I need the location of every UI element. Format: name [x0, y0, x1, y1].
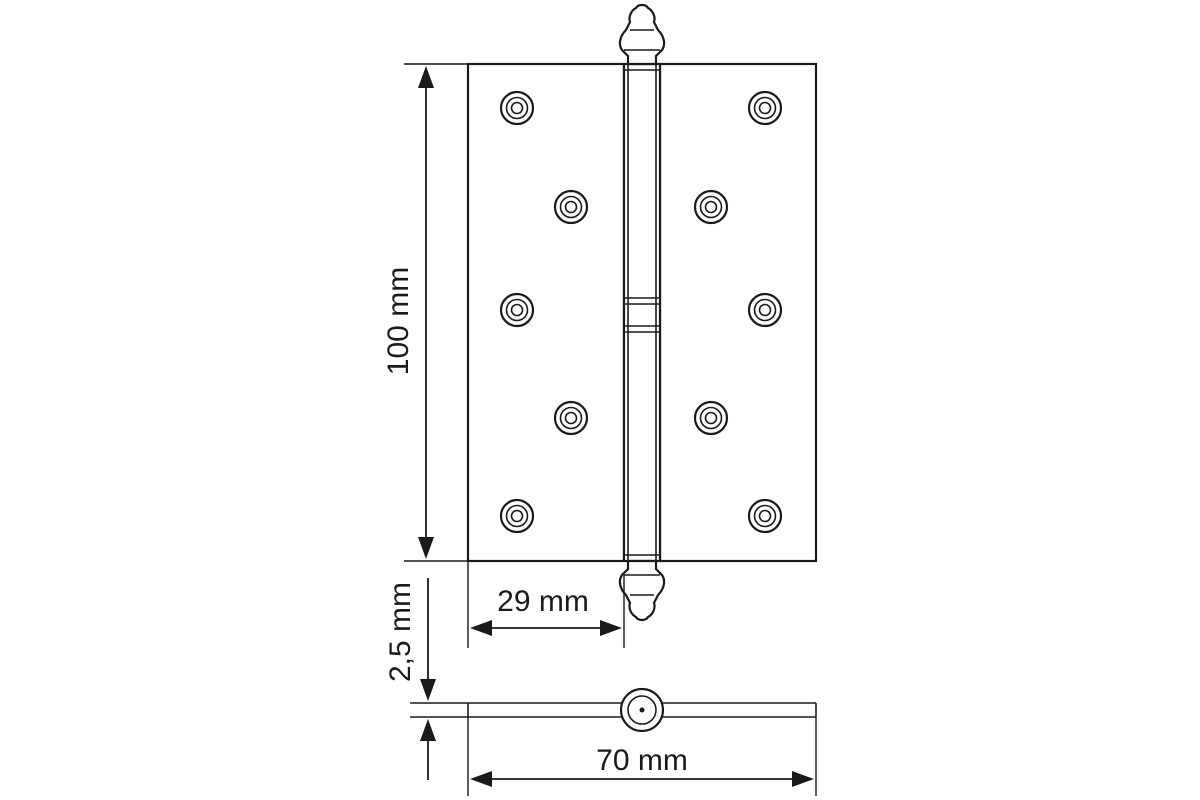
knuckle: [622, 62, 662, 563]
screw-hole: [747, 90, 783, 126]
leaf-width-label: 29 mm: [497, 585, 589, 618]
arrow-right-icon: [792, 771, 814, 787]
screw-holes: [499, 90, 783, 534]
screw-hole: [499, 90, 535, 126]
right-leaf: [658, 62, 818, 563]
total-width-label: 70 mm: [596, 744, 688, 777]
arrow-down-icon: [420, 679, 436, 701]
left-leaf: [466, 62, 626, 563]
arrow-left-icon: [470, 771, 492, 787]
hinge-front-view: [466, 3, 818, 622]
screw-hole: [693, 189, 729, 225]
screw-hole: [499, 292, 535, 328]
thickness-dimension: 2,5 mm: [384, 578, 468, 780]
arrow-up-icon: [420, 719, 436, 741]
arrow-right-icon: [600, 620, 622, 636]
screw-hole: [553, 189, 589, 225]
height-label: 100 mm: [382, 267, 415, 375]
screw-hole: [553, 400, 589, 436]
arrow-left-icon: [470, 620, 492, 636]
height-dimension: 100 mm: [382, 63, 468, 562]
arrow-down-icon: [418, 537, 434, 559]
thickness-label: 2,5 mm: [384, 582, 417, 682]
screw-hole: [499, 498, 535, 534]
screw-hole: [693, 400, 729, 436]
arrow-up-icon: [418, 66, 434, 88]
screw-hole: [747, 498, 783, 534]
top-finial: [618, 3, 666, 66]
leaf-width-dimension: 29 mm: [467, 561, 625, 648]
hinge-side-view: [467, 687, 817, 733]
total-width-dimension: 70 mm: [467, 717, 817, 796]
bottom-finial: [618, 559, 666, 622]
screw-hole: [747, 292, 783, 328]
